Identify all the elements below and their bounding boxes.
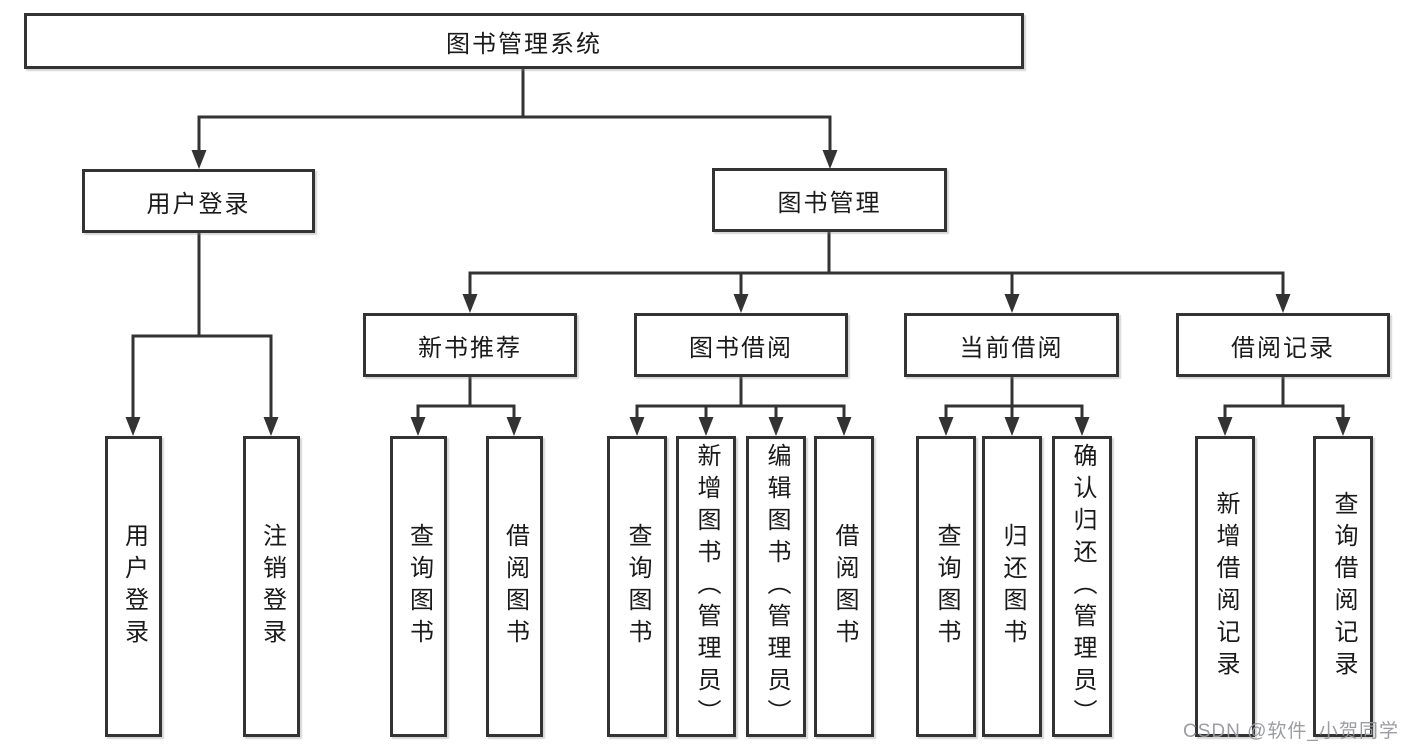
leaf-cb-confirm-return-admin: 确认归还（管理员）: [1052, 436, 1112, 737]
leaf-bb-add-books-admin: 新增图书（管理员）: [676, 436, 736, 737]
leaf-nb-borrow-books: 借阅图书: [486, 436, 543, 737]
leaf-bb-borrow-books: 借阅图书: [814, 436, 874, 737]
leaf-logout: 注销登录: [243, 436, 300, 737]
leaf-bb-edit-books-admin: 编辑图书（管理员）: [746, 436, 806, 737]
node-library-system: 图书管理系统: [24, 13, 1024, 69]
csdn-watermark: CSDN @软件_小贺同学: [1183, 721, 1399, 742]
leaf-nb-query-books: 查询图书: [390, 436, 447, 737]
leaf-bb-query-books: 查询图书: [607, 436, 667, 737]
node-current-borrowing: 当前借阅: [904, 313, 1119, 377]
arrowheads: [125, 150, 1351, 436]
node-new-book-recommend: 新书推荐: [363, 313, 577, 377]
leaf-br-query-record: 查询借阅记录: [1313, 436, 1373, 737]
node-book-management: 图书管理: [712, 168, 947, 232]
leaf-cb-return-books: 归还图书: [982, 436, 1042, 737]
leaf-cb-query-books: 查询图书: [916, 436, 976, 737]
leaf-br-add-record: 新增借阅记录: [1195, 436, 1255, 737]
node-user-login: 用户登录: [82, 169, 315, 233]
node-book-borrowing: 图书借阅: [634, 313, 848, 377]
node-borrow-records: 借阅记录: [1176, 313, 1390, 377]
leaf-user-login: 用户登录: [105, 436, 162, 737]
